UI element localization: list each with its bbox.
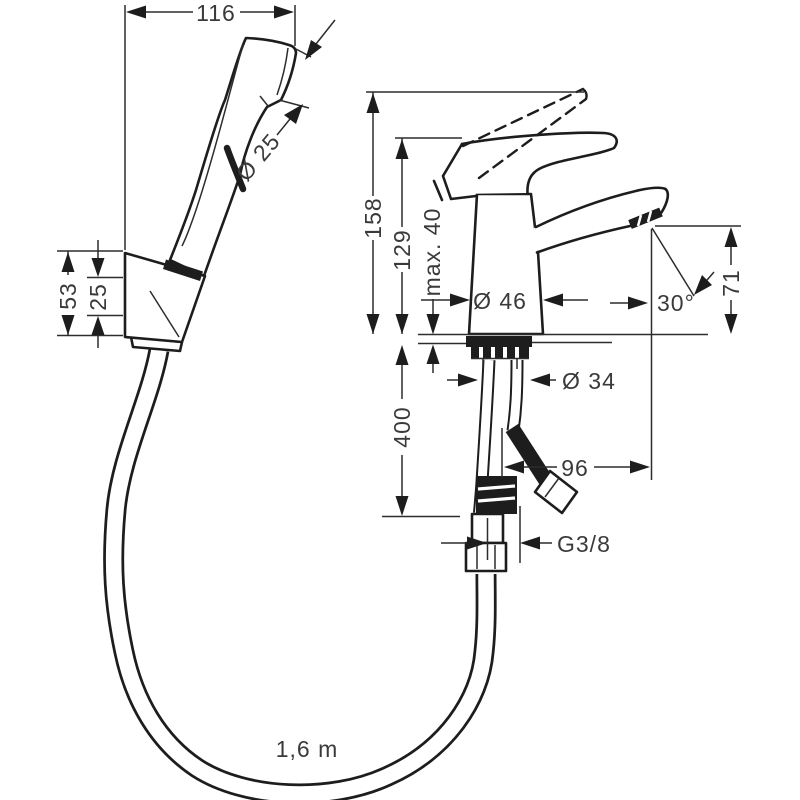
dim-25-label: 25 — [85, 283, 111, 311]
dimension-30-deg: 30° — [610, 227, 715, 480]
dimension-dia-34: Ø 34 — [447, 368, 616, 394]
dimension-158: 158 — [360, 91, 584, 334]
angle-30-label: 30° — [657, 290, 695, 316]
dim-53-label: 53 — [55, 282, 81, 310]
handle-clamp-band — [163, 259, 203, 281]
dim-116-label: 116 — [196, 0, 236, 26]
connector-block — [476, 476, 517, 514]
max-40-label: max. 40 — [419, 208, 445, 297]
dimension-71: 71 — [655, 225, 744, 334]
faucet-body — [467, 192, 545, 336]
dimension-dia-46: Ø 46 — [421, 288, 588, 314]
aerator-band — [628, 207, 663, 229]
shower-hose — [103, 348, 497, 800]
dia-34-label: Ø 34 — [562, 368, 616, 394]
dim-71-label: 71 — [718, 269, 744, 297]
dim-400-label: 400 — [389, 406, 415, 447]
shower-holder — [123, 251, 207, 353]
dimension-g38: G3/8 — [441, 506, 611, 563]
dim-129-label: 129 — [389, 229, 415, 270]
dim-96-label: 96 — [561, 455, 589, 481]
dimension-400: 400 — [382, 345, 460, 518]
dim-158-label: 158 — [360, 197, 386, 238]
thread-g38-label: G3/8 — [557, 531, 611, 557]
supply-connections — [464, 336, 579, 573]
dimension-116: 116 — [124, 0, 296, 250]
lever-handle — [443, 132, 617, 194]
hose-length-annotation: 1,6 m — [276, 736, 339, 762]
mounting-ribs — [471, 347, 529, 358]
hose-length-label: 1,6 m — [276, 736, 339, 762]
dimension-129: 129 — [389, 137, 462, 334]
faucet — [432, 87, 670, 336]
hex-nut — [533, 469, 579, 515]
escutcheon-base — [466, 336, 532, 347]
dimension-96: 96 — [501, 428, 650, 481]
hand-shower — [168, 36, 298, 278]
dia-46-label: Ø 46 — [473, 288, 527, 314]
mounting-deck-lines — [418, 333, 708, 345]
dimension-max-40: max. 40 — [419, 208, 445, 373]
faucet-spout — [534, 187, 669, 252]
dimension-53-25: 53 25 — [55, 240, 123, 348]
lever-open-position-dashed — [461, 87, 588, 180]
handle-button — [223, 144, 247, 193]
